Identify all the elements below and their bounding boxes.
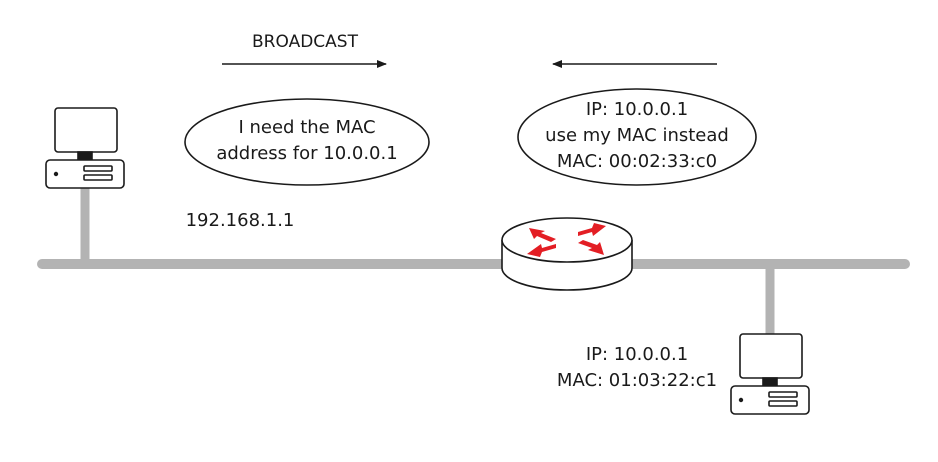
request-bubble-line2: address for 10.0.0.1 [216, 143, 397, 164]
reply-bubble: IP: 10.0.0.1 use my MAC instead MAC: 00:… [517, 88, 757, 186]
request-bubble: I need the MAC address for 10.0.0.1 [184, 98, 430, 186]
router-icon [501, 217, 633, 291]
target-mac-label: MAC: 01:03:22:c1 [557, 370, 717, 391]
request-bubble-line1: I need the MAC [238, 117, 375, 138]
broadcast-label: BROADCAST [252, 32, 359, 52]
reply-bubble-line2: use my MAC instead [545, 125, 729, 146]
reply-bubble-line3: MAC: 00:02:33:c0 [557, 151, 717, 172]
sender-ip-label: 192.168.1.1 [186, 210, 295, 231]
target-computer-icon [730, 333, 810, 415]
reply-bubble-line1: IP: 10.0.0.1 [586, 99, 688, 120]
target-ip-label: IP: 10.0.0.1 [586, 344, 688, 365]
sender-computer-icon [45, 107, 125, 189]
router-arrows [527, 223, 606, 257]
